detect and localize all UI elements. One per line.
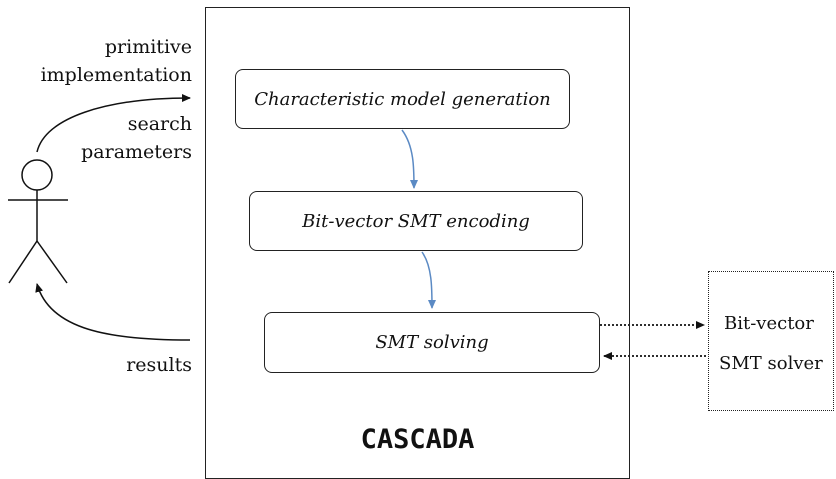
label-results: results (126, 354, 192, 376)
input-arrow (36, 94, 191, 153)
label-search: search (127, 113, 192, 135)
user-stick-figure (8, 159, 68, 284)
external-solver-box (708, 271, 834, 411)
label-primitive: primitive (104, 36, 192, 58)
solver-label-line1: Bit-vector (724, 313, 814, 334)
step-bit-vector-smt-encoding: Bit-vector SMT encoding (249, 191, 583, 251)
label-parameters: parameters (81, 141, 192, 163)
flow-arrow-2 (421, 251, 436, 309)
step-characteristic-model-generation: Characteristic model generation (235, 69, 570, 129)
label-implementation: implementation (40, 64, 192, 86)
step-smt-solving: SMT solving (264, 312, 600, 373)
cascada-title: CASCADA (360, 424, 475, 455)
solver-label-line2: SMT solver (719, 353, 823, 374)
results-arrow (35, 283, 191, 341)
flow-arrow-1 (401, 129, 418, 189)
